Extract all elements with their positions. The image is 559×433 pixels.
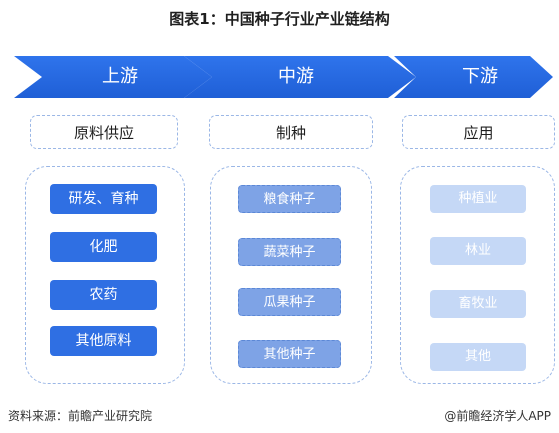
upstream-category: 原料供应 bbox=[30, 115, 178, 149]
upstream-arrow bbox=[14, 56, 212, 98]
midstream-category: 制种 bbox=[209, 115, 373, 149]
downstream-arrow bbox=[394, 56, 553, 98]
upstream-label: 上游 bbox=[102, 66, 138, 87]
midstream-label: 中游 bbox=[278, 66, 314, 87]
midstream-panel bbox=[210, 166, 372, 384]
downstream-label: 下游 bbox=[462, 66, 498, 87]
downstream-panel bbox=[400, 166, 555, 384]
upstream-item-pesticide: 农药 bbox=[50, 280, 157, 310]
midstream-item-other-seeds: 其他种子 bbox=[238, 340, 341, 368]
source-note: 资料来源：前瞻产业研究院 bbox=[8, 409, 153, 423]
midstream-item-fruit-seeds: 瓜果种子 bbox=[238, 288, 341, 316]
downstream-item-planting: 种植业 bbox=[430, 185, 526, 213]
downstream-item-husbandry: 畜牧业 bbox=[430, 290, 526, 318]
upstream-item-other-materials: 其他原料 bbox=[50, 326, 157, 356]
upstream-panel bbox=[25, 166, 185, 384]
downstream-item-other: 其他 bbox=[430, 343, 526, 371]
downstream-item-forestry: 林业 bbox=[430, 237, 526, 265]
midstream-arrow bbox=[184, 56, 416, 98]
midstream-item-vegetable-seeds: 蔬菜种子 bbox=[238, 238, 341, 266]
upstream-item-fertilizer: 化肥 bbox=[50, 232, 157, 262]
stage-arrows bbox=[14, 56, 553, 98]
brand-note: @前瞻经济学人APP bbox=[444, 409, 551, 423]
midstream-item-grain-seeds: 粮食种子 bbox=[238, 185, 341, 213]
upstream-item-rd-breeding: 研发、育种 bbox=[50, 184, 157, 214]
chart-title: 图表1：中国种子行业产业链结构 bbox=[169, 10, 390, 28]
downstream-category: 应用 bbox=[402, 115, 555, 149]
